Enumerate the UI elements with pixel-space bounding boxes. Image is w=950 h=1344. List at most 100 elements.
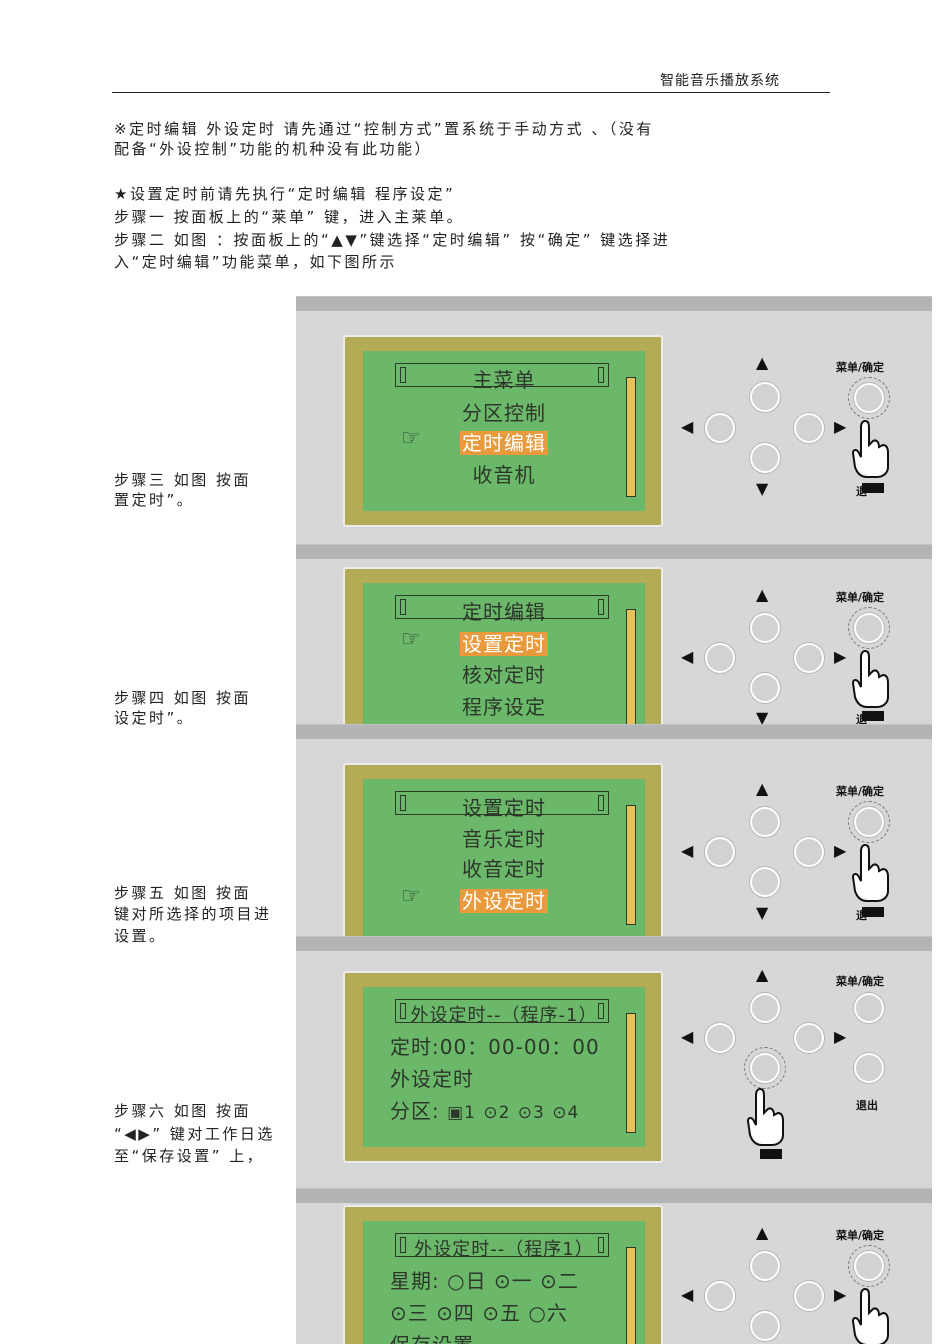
up-button[interactable] [750, 613, 780, 643]
right-arrow-icon: ▶ [834, 1285, 847, 1304]
down-arrow-icon: ▼ [756, 903, 769, 922]
up-button[interactable] [750, 382, 780, 412]
paragraph-line: 步骤二 如图 ：按面板上的“▲▼”键选择“定时编辑” 按“确定” 键选择进 [114, 231, 671, 249]
step-four-text: 设定时”。 [114, 709, 195, 727]
menu-confirm-label: 菜单/确定 [836, 1229, 885, 1242]
weekday-option[interactable]: ⊙三 [390, 1301, 429, 1325]
lcd-scrollbar [626, 805, 636, 925]
weekday-option[interactable]: ⊙四 [436, 1301, 475, 1325]
button-glow [848, 607, 890, 649]
hand-cuff [862, 907, 884, 917]
pointing-hand-icon: ☞ [401, 627, 421, 652]
menu-confirm-button[interactable] [854, 383, 884, 413]
lcd-frame: 设置定时 音乐定时 收音定时 ☞ 外设定时 [343, 763, 663, 937]
right-arrow-icon: ▶ [834, 1027, 847, 1046]
right-button[interactable] [794, 643, 824, 673]
step-five-text: 设置。 [114, 927, 167, 945]
zone-option[interactable]: ⊙3 [517, 1103, 545, 1123]
step-three-text: 步骤三 如图 按面 [114, 471, 252, 489]
exit-label: 退出 [856, 1099, 878, 1112]
header-title: 智能音乐播放系统 [660, 73, 780, 89]
right-button[interactable] [794, 837, 824, 867]
lcd-line-save[interactable]: 保存设置 [390, 1329, 474, 1344]
lcd-title-box [395, 595, 609, 619]
zone-label: 分区: [390, 1099, 440, 1123]
down-button[interactable] [750, 673, 780, 703]
paragraph-line: 入“定时编辑”功能菜单，如下图所示 [114, 253, 398, 271]
header-rule [112, 92, 830, 93]
menu-confirm-button[interactable] [854, 1251, 884, 1281]
down-button[interactable] [750, 867, 780, 897]
up-button[interactable] [750, 993, 780, 1023]
up-button[interactable] [750, 807, 780, 837]
right-button[interactable] [794, 413, 824, 443]
device-panel-main-menu: 主菜单 分区控制 ☞ 定时编辑 收音机 ▲ ◀ ▶ ▼ 菜单/确定 退 [296, 296, 932, 545]
menu-confirm-label: 菜单/确定 [836, 785, 885, 798]
exit-label-partial: 退 [856, 485, 867, 498]
right-arrow-icon: ▶ [834, 417, 847, 436]
zone-option[interactable]: ▣1 [447, 1103, 476, 1123]
left-button[interactable] [705, 1281, 735, 1311]
lcd-frame: 定时编辑 ☞ 设置定时 核对定时 程序设定 [343, 567, 663, 725]
lcd-line: 核对定时 [462, 663, 546, 687]
lcd-line: 收音定时 [462, 857, 546, 881]
menu-confirm-button[interactable] [854, 613, 884, 643]
step-three-text: 置定时”。 [114, 491, 195, 509]
lcd-screen: 设置定时 音乐定时 收音定时 ☞ 外设定时 [363, 779, 645, 937]
menu-confirm-button[interactable] [854, 807, 884, 837]
lcd-title-box [395, 791, 609, 815]
left-arrow-icon: ◀ [681, 417, 694, 436]
lcd-line: 分区控制 [462, 401, 546, 425]
zone-option[interactable]: ⊙4 [552, 1103, 580, 1123]
lcd-title-box [395, 1233, 609, 1257]
weekday-option[interactable]: ⊙五 [482, 1301, 522, 1325]
pressing-hand-icon [851, 649, 889, 708]
step-six-text: “◀▶” 键对工作日选 [114, 1125, 275, 1143]
lcd-frame: 主菜单 分区控制 ☞ 定时编辑 收音机 [343, 335, 663, 527]
step-five-text: 键对所选择的项目进 [114, 905, 272, 923]
step-four-text: 步骤四 如图 按面 [114, 689, 252, 707]
zone-option[interactable]: ⊙2 [483, 1103, 511, 1123]
button-glow [848, 801, 890, 843]
lcd-line: 分区: ▣1 ⊙2 ⊙3 ⊙4 [390, 1095, 579, 1124]
left-button[interactable] [705, 1023, 735, 1053]
lcd-title-box [395, 363, 609, 387]
lcd-screen: 外设定时--（程序1） 星期: ○日 ⊙一 ⊙二 ⊙三 ⊙四 ⊙五 ○六 保存设… [363, 1221, 645, 1344]
lcd-screen: 外设定时--（程序-1） 定时:00：00-00：00 外设定时 分区: ▣1 … [363, 987, 645, 1147]
right-button[interactable] [794, 1023, 824, 1053]
right-button[interactable] [794, 1281, 824, 1311]
lcd-title: 设置定时 [462, 796, 546, 820]
menu-confirm-button[interactable] [854, 993, 884, 1023]
hand-cuff [862, 483, 884, 493]
step-six-text: 步骤六 如图 按面 [114, 1102, 252, 1120]
down-arrow-icon: ▼ [756, 479, 769, 498]
exit-label-partial: 退 [856, 909, 867, 922]
weekday-option[interactable]: ⊙二 [540, 1269, 579, 1293]
lcd-line: 星期: ○日 ⊙一 ⊙二 [390, 1269, 579, 1293]
exit-label-partial: 退 [856, 713, 867, 725]
down-button[interactable] [750, 1053, 780, 1083]
device-panel-external-timer: 外设定时--（程序-1） 定时:00：00-00：00 外设定时 分区: ▣1 … [296, 936, 932, 1189]
menu-confirm-label: 菜单/确定 [836, 975, 885, 988]
left-button[interactable] [705, 643, 735, 673]
right-arrow-icon: ▶ [834, 647, 847, 666]
lcd-frame: 外设定时--（程序1） 星期: ○日 ⊙一 ⊙二 ⊙三 ⊙四 ⊙五 ○六 保存设… [343, 1205, 663, 1344]
lcd-line: 程序设定 [462, 695, 546, 719]
lcd-title: 外设定时--（程序1） [414, 1239, 594, 1260]
lcd-screen: 定时编辑 ☞ 设置定时 核对定时 程序设定 [363, 583, 645, 725]
up-button[interactable] [750, 1251, 780, 1281]
down-button[interactable] [750, 1311, 780, 1341]
weekday-option[interactable]: ○六 [528, 1301, 568, 1325]
exit-button[interactable] [854, 1053, 884, 1083]
step-six-text: 至“保存设置” 上， [114, 1147, 265, 1165]
paragraph-line: ※定时编辑 外设定时 请先通过“控制方式”置系统于手动方式 、（没有 [114, 120, 654, 138]
lcd-line-selected: 设置定时 [460, 632, 548, 656]
device-panel-timer-edit: 定时编辑 ☞ 设置定时 核对定时 程序设定 ▲ ◀ ▶ ▼ 菜单/确定 退 [296, 544, 932, 725]
weekday-option[interactable]: ○日 [447, 1269, 487, 1293]
down-button[interactable] [750, 443, 780, 473]
left-button[interactable] [705, 837, 735, 867]
left-button[interactable] [705, 413, 735, 443]
paragraph-line: 步骤一 按面板上的“莱单” 键，进入主莱单。 [114, 208, 465, 226]
paragraph-line: ★设置定时前请先执行“定时编辑 程序设定” [114, 185, 456, 203]
weekday-option[interactable]: ⊙一 [493, 1269, 533, 1293]
